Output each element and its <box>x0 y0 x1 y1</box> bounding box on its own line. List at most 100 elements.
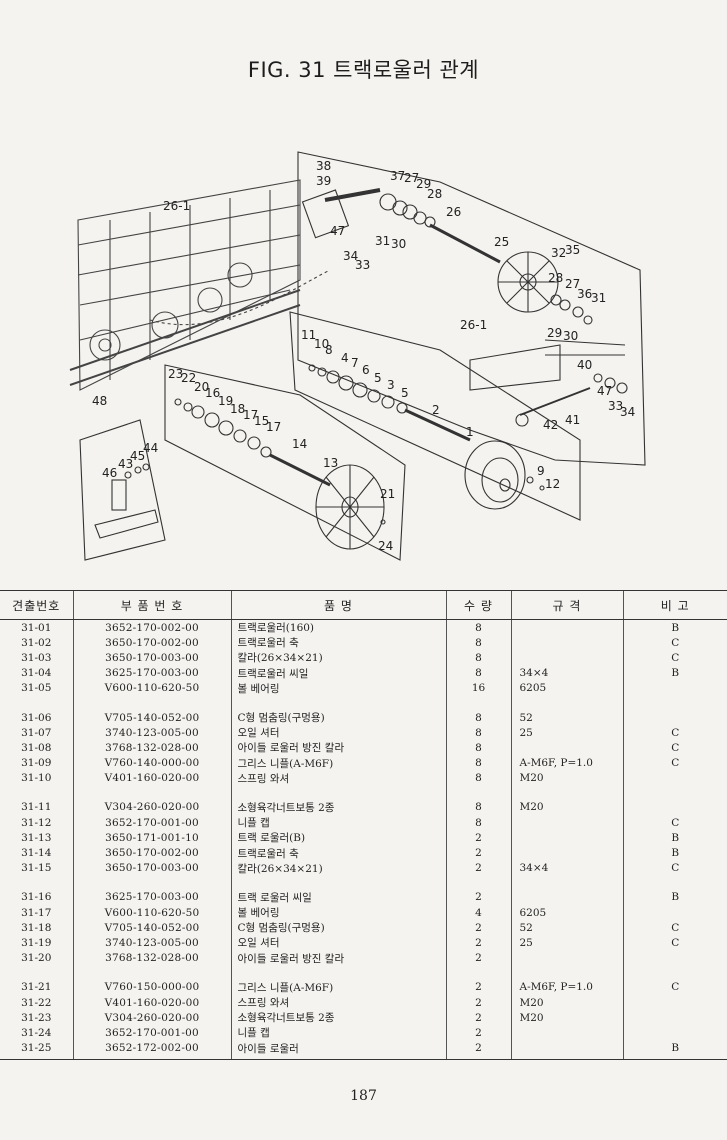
svg-text:7: 7 <box>351 356 359 370</box>
svg-text:23: 23 <box>168 367 183 381</box>
cell-specification <box>510 845 623 861</box>
cell-quantity: 2 <box>445 889 511 905</box>
svg-text:1: 1 <box>466 425 474 439</box>
svg-text:44: 44 <box>143 441 158 455</box>
cell-part-number: 3652-170-001-00 <box>72 815 231 831</box>
cell-part-number: 3652-170-001-00 <box>72 1025 231 1041</box>
cell-part-number: V705-140-052-00 <box>72 920 231 936</box>
svg-text:28: 28 <box>427 187 442 201</box>
cell-part-name: 칼라(26×34×21) <box>230 860 446 876</box>
cell-item-no: 31-23 <box>21 1011 52 1024</box>
cell-remarks: B <box>622 845 727 861</box>
svg-text:48: 48 <box>92 394 107 408</box>
row-spacer <box>0 785 727 800</box>
cell-specification: 34×4 <box>510 665 623 681</box>
cell-specification: 6205 <box>510 905 623 921</box>
svg-text:3: 3 <box>387 378 395 392</box>
cell-specification <box>510 830 623 846</box>
cell-part-name: 소형육각너트보통 2종 <box>230 1010 446 1026</box>
spacer-cell <box>445 785 511 800</box>
cell-remarks: B <box>622 665 727 681</box>
svg-text:31: 31 <box>375 234 390 248</box>
track-frame-illustration <box>69 179 331 391</box>
row-spacer <box>0 965 727 980</box>
svg-text:31: 31 <box>591 291 606 305</box>
cell-part-number: 3768-132-028-00 <box>72 740 231 756</box>
svg-text:8: 8 <box>325 343 333 357</box>
cell-specification <box>510 650 623 666</box>
cell-item-no: 31-04 <box>21 667 52 680</box>
cell-specification: 52 <box>510 709 623 726</box>
svg-text:5: 5 <box>401 386 409 400</box>
cell-part-name: 아이들 로울러 방진 칼라 <box>230 950 446 966</box>
svg-text:30: 30 <box>563 329 578 343</box>
cell-part-number: 3740-123-005-00 <box>72 725 231 741</box>
svg-text:29: 29 <box>416 177 431 191</box>
cell-quantity: 8 <box>445 815 511 831</box>
svg-text:19: 19 <box>218 394 233 408</box>
svg-text:22: 22 <box>181 371 196 385</box>
cell-remarks: B <box>622 830 727 846</box>
svg-text:36: 36 <box>577 287 592 301</box>
cell-specification: M20 <box>510 994 623 1011</box>
cell-specification: A-M6F, P=1.0 <box>510 979 623 995</box>
cell-specification: 6205 <box>510 680 623 696</box>
row-spacer <box>0 875 727 890</box>
cell-part-name: 볼 베어링 <box>230 905 446 921</box>
cell-quantity: 2 <box>445 920 511 936</box>
cell-part-name: 오일 셔터 <box>230 935 446 951</box>
cell-remarks: C <box>622 860 727 876</box>
cell-quantity: 8 <box>445 770 511 786</box>
cell-part-name: 트랙 로울러(B) <box>230 830 446 846</box>
cell-part-name: 트랙로울러 축 <box>230 845 446 861</box>
cell-remarks <box>622 1010 727 1026</box>
spacer-cell <box>445 875 511 890</box>
cell-part-number: 3650-170-002-00 <box>72 845 231 861</box>
cell-item-no: 31-13 <box>21 831 52 844</box>
svg-text:4: 4 <box>341 351 349 365</box>
cell-specification: M20 <box>510 1010 623 1026</box>
cell-part-number: V760-140-000-00 <box>72 755 231 771</box>
cell-part-number: 3768-132-028-00 <box>72 950 231 966</box>
svg-text:43: 43 <box>118 457 133 471</box>
svg-text:6: 6 <box>362 363 370 377</box>
cell-part-number: 3652-170-002-00 <box>72 619 231 636</box>
cell-part-number: 3625-170-003-00 <box>72 665 231 681</box>
spacer-cell <box>72 875 231 890</box>
cell-quantity: 8 <box>445 665 511 681</box>
cell-quantity: 8 <box>445 725 511 741</box>
cell-quantity: 8 <box>445 740 511 756</box>
cell-part-number: 3650-170-003-00 <box>72 650 231 666</box>
cell-specification: 52 <box>510 920 623 936</box>
cell-remarks: C <box>622 755 727 771</box>
cell-remarks <box>622 770 727 786</box>
svg-text:17: 17 <box>266 420 281 434</box>
header-remarks: 비 고 <box>622 590 727 620</box>
cell-item-no: 31-08 <box>21 741 52 754</box>
cell-part-name: C형 멈춤링(구멍용) <box>230 709 446 726</box>
cell-specification <box>510 815 623 831</box>
header-part-number: 부 품 번 호 <box>72 590 231 620</box>
cell-part-name: 그리스 니플(A-M6F) <box>230 979 446 995</box>
svg-text:33: 33 <box>355 258 370 272</box>
cell-remarks <box>622 709 727 726</box>
page-title: FIG. 31 트랙로울러 관계 <box>247 58 480 82</box>
cell-part-name: 소형육각너트보통 2종 <box>230 799 446 816</box>
cell-quantity: 8 <box>445 619 511 636</box>
row-spacer <box>0 695 727 710</box>
svg-text:38: 38 <box>316 159 331 173</box>
svg-text:15: 15 <box>254 414 269 428</box>
